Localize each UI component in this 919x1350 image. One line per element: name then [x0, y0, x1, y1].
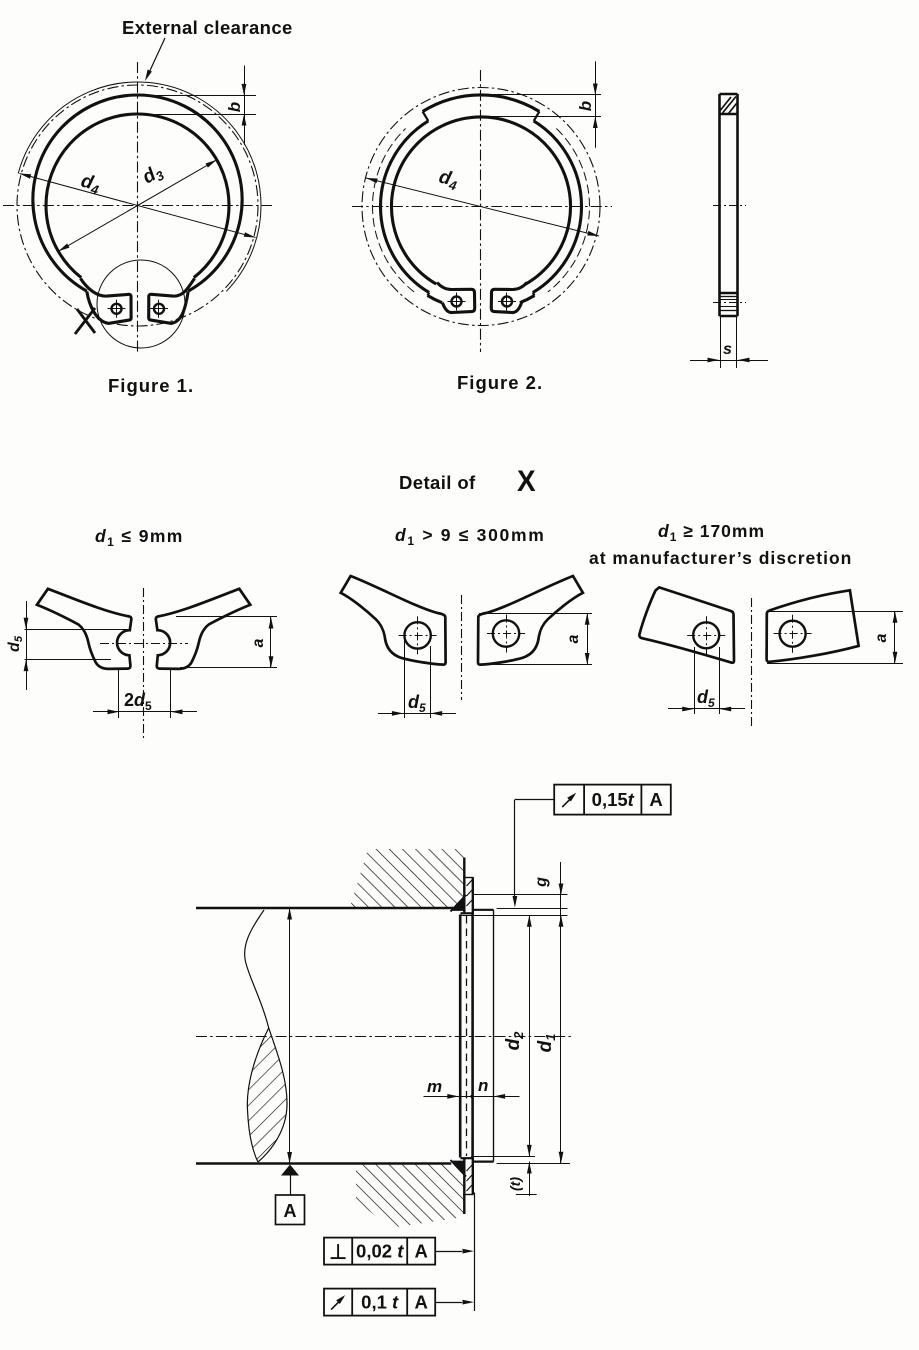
- svg-text:d4: d4: [436, 166, 461, 193]
- svg-text:d3: d3: [139, 160, 167, 190]
- svg-text:b: b: [576, 101, 595, 111]
- svg-text:d5: d5: [6, 635, 25, 652]
- svg-text:g: g: [533, 877, 550, 888]
- svg-text:External clearance: External clearance: [122, 17, 293, 38]
- svg-text:d1 > 9 ≤ 300mm: d1 > 9 ≤ 300mm: [395, 525, 546, 548]
- svg-text:d1 ≤ 9mm: d1 ≤ 9mm: [95, 526, 184, 549]
- svg-text:d5: d5: [408, 692, 426, 715]
- svg-text:d5: d5: [697, 687, 715, 710]
- svg-text:0,1 t: 0,1 t: [361, 1292, 399, 1313]
- svg-text:n: n: [478, 1076, 488, 1095]
- svg-text:a: a: [565, 634, 582, 643]
- svg-text:d2: d2: [503, 1031, 526, 1051]
- svg-text:2d5: 2d5: [124, 690, 152, 713]
- svg-text:b: b: [225, 102, 244, 112]
- svg-text:a: a: [873, 633, 890, 642]
- svg-text:A: A: [415, 1241, 428, 1262]
- svg-text:at manufacturer’s discretion: at manufacturer’s discretion: [589, 548, 852, 568]
- svg-text:A: A: [415, 1292, 428, 1313]
- svg-text:0,02 t: 0,02 t: [356, 1241, 404, 1262]
- svg-text:Figure 1.: Figure 1.: [108, 375, 194, 396]
- svg-text:X: X: [517, 465, 536, 498]
- svg-text:A: A: [284, 1201, 297, 1221]
- svg-text:(t): (t): [507, 1177, 523, 1191]
- svg-text:0,15t: 0,15t: [592, 789, 635, 810]
- svg-text:d1 ≥ 170mm: d1 ≥ 170mm: [658, 521, 765, 544]
- svg-text:A: A: [649, 789, 662, 810]
- svg-text:d4: d4: [78, 171, 103, 198]
- svg-text:Detail of: Detail of: [399, 472, 476, 493]
- svg-text:a: a: [250, 638, 267, 647]
- svg-text:m: m: [427, 1077, 442, 1096]
- svg-text:s: s: [723, 341, 732, 358]
- svg-text:Figure 2.: Figure 2.: [457, 372, 543, 393]
